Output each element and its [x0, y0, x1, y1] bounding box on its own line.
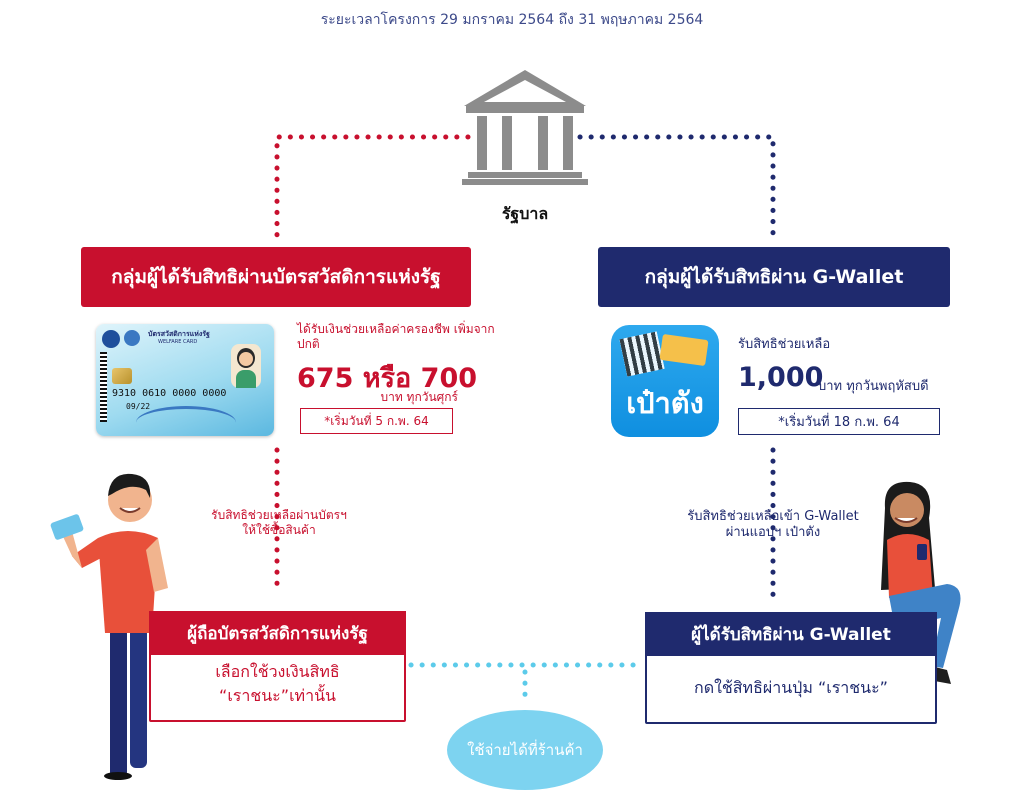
- card-subtitle: WELFARE CARD: [158, 339, 198, 345]
- qr-code-icon: [619, 331, 665, 377]
- left-start-date: *เริ่มวันที่ 5 ก.พ. 64: [300, 408, 453, 434]
- right-mid-caption: รับสิทธิช่วยเหลือเข้า G-Wallet ผ่านแอปฯ …: [663, 509, 883, 541]
- left-benefit-description: ได้รับเงินช่วยเหลือค่าครองชีพ เพิ่มจากปก…: [297, 322, 495, 351]
- left-benefit-amount: 675 หรือ 700: [297, 363, 478, 394]
- emblem-icon: [124, 330, 140, 346]
- cyan-dotted-connector: [408, 662, 643, 708]
- welfare-card-holder-title: ผู้ถือบัตรสวัสดิการแห่งรัฐ: [149, 611, 406, 655]
- left-benefit-unit: บาท ทุกวันศุกร์: [380, 390, 458, 404]
- project-period: ระยะเวลาโครงการ 29 มกราคม 2564 ถึง 31 พฤ…: [320, 12, 704, 28]
- state-welfare-card-icon: บัตรสวัสดิการแห่งรัฐ WELFARE CARD 9310 0…: [96, 324, 274, 436]
- shop-spending-bubble: ใช้จ่ายได้ที่ร้านค้า: [447, 710, 603, 790]
- welfare-card-holder-line: “เราชนะ”เท่านั้น: [219, 686, 336, 705]
- g-wallet-user-title: ผู้ได้รับสิทธิผ่าน G-Wallet: [645, 612, 937, 656]
- welfare-card-holder-line: เลือกใช้วงเงินสิทธิ: [215, 662, 340, 681]
- emblem-icon: [102, 330, 120, 348]
- card-photo-icon: [231, 344, 261, 388]
- navy-dotted-connector: [577, 134, 776, 603]
- card-title: บัตรสวัสดิการแห่งรัฐ: [148, 330, 210, 338]
- red-dotted-connector: [274, 134, 471, 593]
- bank-building-icon: [462, 70, 588, 185]
- card-number: 9310 0610 0000 0000: [112, 388, 227, 399]
- g-wallet-group-banner: กลุ่มผู้ได้รับสิทธิผ่าน G-Wallet: [598, 247, 950, 307]
- chip-icon: [112, 368, 132, 384]
- g-wallet-user-text: กดใช้สิทธิผ่านปุ่ม “เราชนะ”: [694, 678, 888, 697]
- card-expiry: 09/22: [126, 402, 151, 411]
- welfare-card-group-banner: กลุ่มผู้ได้รับสิทธิผ่านบัตรสวัสดิการแห่ง…: [81, 247, 471, 307]
- right-mid-caption-line: รับสิทธิช่วยเหลือเข้า G-Wallet: [687, 509, 859, 524]
- right-benefit-unit: บาท ทุกวันพฤหัสบดี: [818, 379, 929, 394]
- man-holding-card-illustration: [50, 473, 168, 780]
- left-mid-caption-line: ให้ใช้ซื้อสินค้า: [242, 523, 316, 537]
- left-mid-caption: รับสิทธิช่วยเหลือผ่านบัตรฯ ให้ใช้ซื้อสิน…: [190, 508, 368, 538]
- right-start-date: *เริ่มวันที่ 18 ก.พ. 64: [738, 408, 940, 435]
- barcode-icon: [100, 352, 107, 422]
- paotang-app-icon: เป๋าตัง: [611, 325, 719, 437]
- bridge-graphic-icon: [136, 406, 236, 436]
- app-name: เป๋าตัง: [626, 386, 704, 420]
- welfare-card-holder-text: เลือกใช้วงเงินสิทธิ “เราชนะ”เท่านั้น: [149, 660, 406, 708]
- government-label: รัฐบาล: [501, 204, 549, 223]
- left-mid-caption-line: รับสิทธิช่วยเหลือผ่านบัตรฯ: [211, 508, 347, 522]
- right-mid-caption-line: ผ่านแอปฯ เป๋าตัง: [725, 525, 821, 540]
- right-benefit-amount: 1,000: [738, 362, 824, 393]
- card-icon: [659, 333, 709, 367]
- right-benefit-description: รับสิทธิช่วยเหลือ: [738, 337, 831, 352]
